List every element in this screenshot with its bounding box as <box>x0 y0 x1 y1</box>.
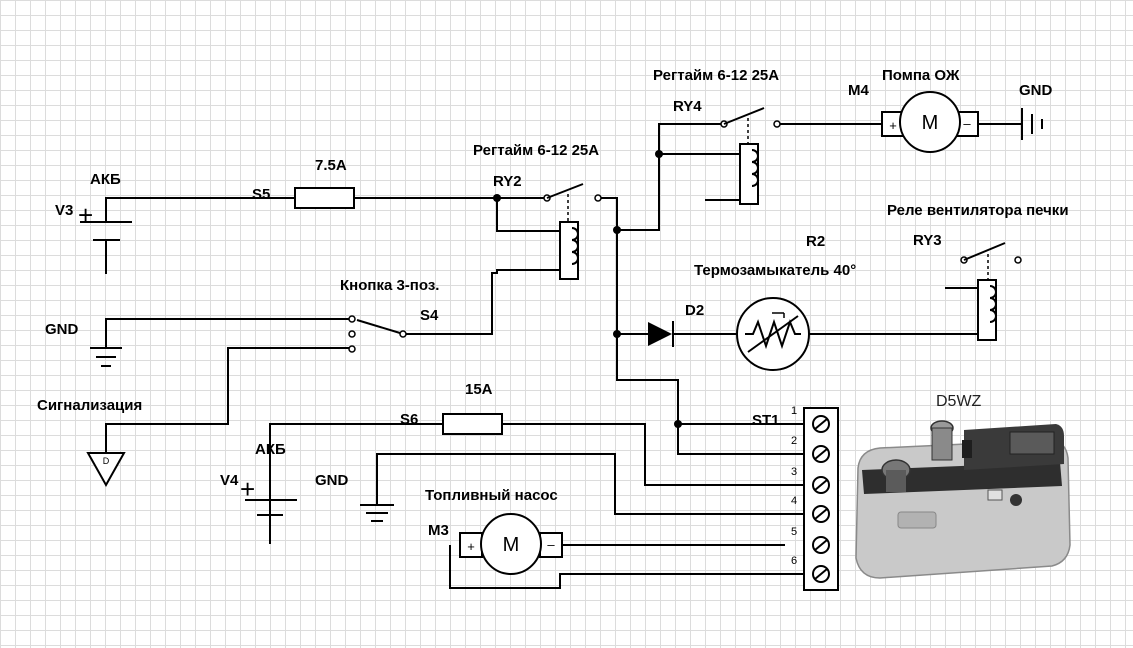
label-ry4: RY4 <box>673 98 702 115</box>
junction-dot <box>613 330 621 338</box>
label-ry3: RY3 <box>913 232 942 249</box>
label-v3: V3 <box>55 202 73 219</box>
junction-dot <box>493 194 501 202</box>
minus-sign: – <box>963 116 971 131</box>
alarm-digital-input: D <box>86 452 126 488</box>
terminal-pin-number: 4 <box>791 495 797 507</box>
label-alarm: Сигнализация <box>37 397 142 414</box>
plus-sign: + <box>467 539 475 554</box>
text-labels: V3 АКБ S5 7.5A Регтайм 6-12 25A RY2 Регт… <box>37 67 1069 539</box>
pump-motor-m4: M + – <box>881 91 979 153</box>
junction-dot <box>655 150 663 158</box>
terminal-pin-number: 3 <box>791 466 797 478</box>
label-akb-1: АКБ <box>90 171 121 188</box>
junction-dot <box>613 226 621 234</box>
label-s6: S6 <box>400 411 418 428</box>
fuse-s6 <box>442 413 503 435</box>
heater-d5wz-illustration <box>855 420 1071 579</box>
label-d2: D2 <box>685 302 704 319</box>
thermoswitch-r2 <box>736 297 810 371</box>
battery-v4: + <box>240 474 297 544</box>
diode-d2 <box>648 321 674 347</box>
relay-ry3 <box>960 242 1022 341</box>
label-m3: M3 <box>428 522 449 539</box>
label-gnd-top: GND <box>1019 82 1053 99</box>
ground-symbol-left <box>90 347 122 367</box>
junctions <box>493 150 682 428</box>
fuel-pump-motor-m3: M + – <box>459 513 563 575</box>
label-relay-title-1: Регтайм 6-12 25A <box>473 142 599 159</box>
screw-slot <box>814 508 828 520</box>
switch-s4 <box>348 315 407 353</box>
wires <box>105 123 1022 589</box>
fuse-s5 <box>294 187 355 209</box>
relay-ry2 <box>543 183 602 280</box>
label-heater-relay: Реле вентилятора печки <box>887 202 1069 219</box>
ground-symbol-top <box>1021 108 1043 140</box>
screw-slot <box>814 568 828 580</box>
terminal-pin-number: 5 <box>791 526 797 538</box>
label-m4: M4 <box>848 82 869 99</box>
label-gnd-mid: GND <box>315 472 349 489</box>
motor-letter: M <box>922 112 939 134</box>
label-fuse-7-5a: 7.5A <box>315 157 347 174</box>
label-s4: S4 <box>420 307 439 324</box>
label-r2: R2 <box>806 233 825 250</box>
alarm-d-letter: D <box>103 456 110 466</box>
terminal-block-st1: 1 2 3 4 5 6 <box>791 405 839 591</box>
screw-slot <box>814 418 828 430</box>
terminal-pin-number: 2 <box>791 435 797 447</box>
label-gnd-left: GND <box>45 321 79 338</box>
screw-slot <box>814 479 828 491</box>
junction-dot <box>674 420 682 428</box>
screw-slot <box>814 539 828 551</box>
minus-sign: – <box>547 537 555 552</box>
plus-sign: + <box>78 200 93 230</box>
label-st1: ST1 <box>752 412 780 429</box>
label-akb-2: АКБ <box>255 441 286 458</box>
label-button: Кнопка 3-поз. <box>340 277 439 294</box>
terminal-pin-number: 6 <box>791 555 797 567</box>
label-s5: S5 <box>252 186 270 203</box>
label-pump: Помпа ОЖ <box>882 67 960 84</box>
relay-ry4 <box>720 107 781 205</box>
motor-letter: M <box>503 534 520 556</box>
label-heater-model: D5WZ <box>936 393 982 410</box>
label-relay-title-2: Регтайм 6-12 25A <box>653 67 779 84</box>
plus-sign: + <box>240 474 255 504</box>
label-thermoswitch: Термозамыкатель 40° <box>694 262 856 279</box>
label-v4: V4 <box>220 472 239 489</box>
plus-sign: + <box>889 118 897 133</box>
label-fuse-15a: 15A <box>465 381 493 398</box>
ground-symbol-mid <box>360 504 394 522</box>
battery-v3: + <box>78 200 132 274</box>
terminal-pin-number: 1 <box>791 405 797 417</box>
label-ry2: RY2 <box>493 173 522 190</box>
screw-slot <box>814 448 828 460</box>
label-fuel-pump: Топливный насос <box>425 487 558 504</box>
